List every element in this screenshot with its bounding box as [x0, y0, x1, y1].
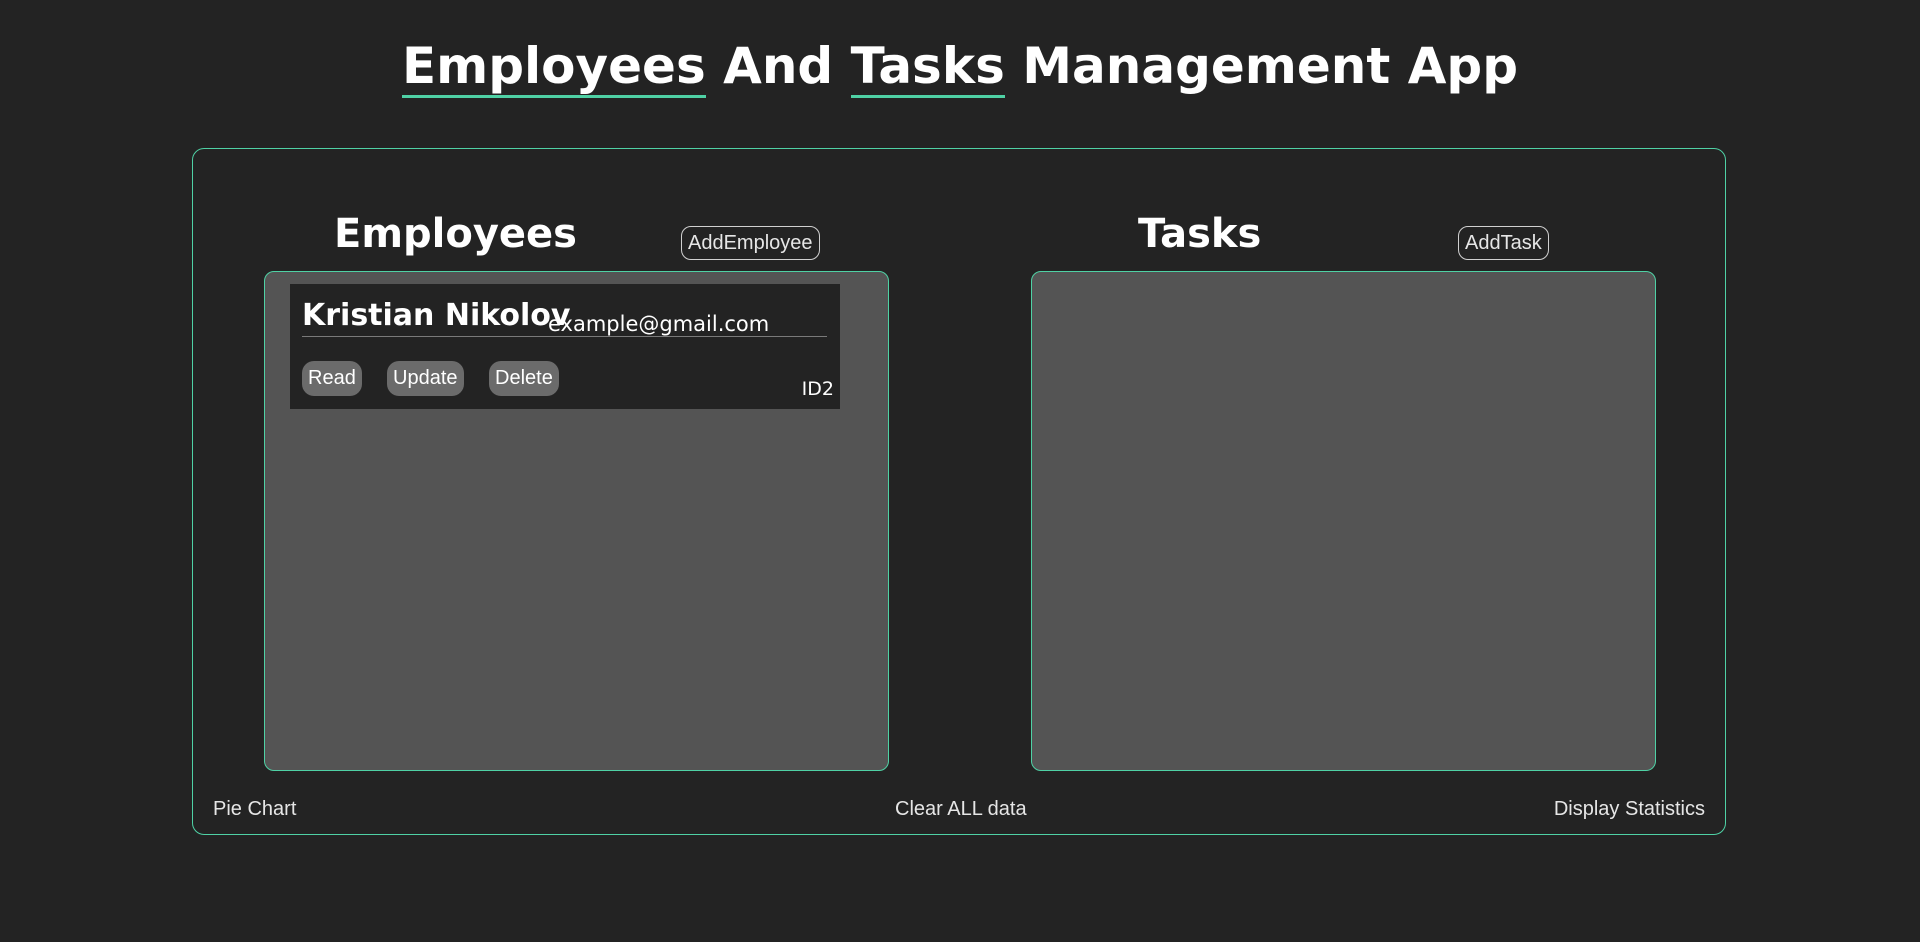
read-button[interactable]: Read	[302, 361, 362, 396]
tasks-list	[1031, 271, 1656, 771]
employees-heading: Employees	[334, 211, 577, 257]
title-and-word: And	[723, 37, 834, 95]
clear-all-data-link[interactable]: Clear ALL data	[895, 798, 1027, 820]
title-employees-word: Employees	[402, 37, 706, 98]
tasks-heading: Tasks	[1138, 211, 1262, 257]
employee-id: ID2	[801, 378, 834, 400]
app-panel: Employees AddEmployee Kristian Nikolov e…	[192, 148, 1726, 835]
delete-button[interactable]: Delete	[489, 361, 559, 396]
update-button[interactable]: Update	[387, 361, 464, 396]
add-employee-button[interactable]: AddEmployee	[681, 226, 820, 260]
employee-card: Kristian Nikolov example@gmail.com Read …	[290, 284, 840, 409]
employee-email: example@gmail.com	[548, 312, 770, 336]
pie-chart-link[interactable]: Pie Chart	[213, 798, 297, 820]
employees-list: Kristian Nikolov example@gmail.com Read …	[264, 271, 889, 771]
employee-name: Kristian Nikolov	[302, 298, 571, 333]
title-tasks-word: Tasks	[850, 37, 1005, 98]
employee-divider	[302, 336, 827, 337]
title-rest: Management App	[1022, 37, 1518, 95]
display-statistics-link[interactable]: Display Statistics	[1553, 798, 1705, 820]
add-task-button[interactable]: AddTask	[1458, 226, 1549, 260]
page-title: Employees And Tasks Management App	[0, 34, 1920, 98]
